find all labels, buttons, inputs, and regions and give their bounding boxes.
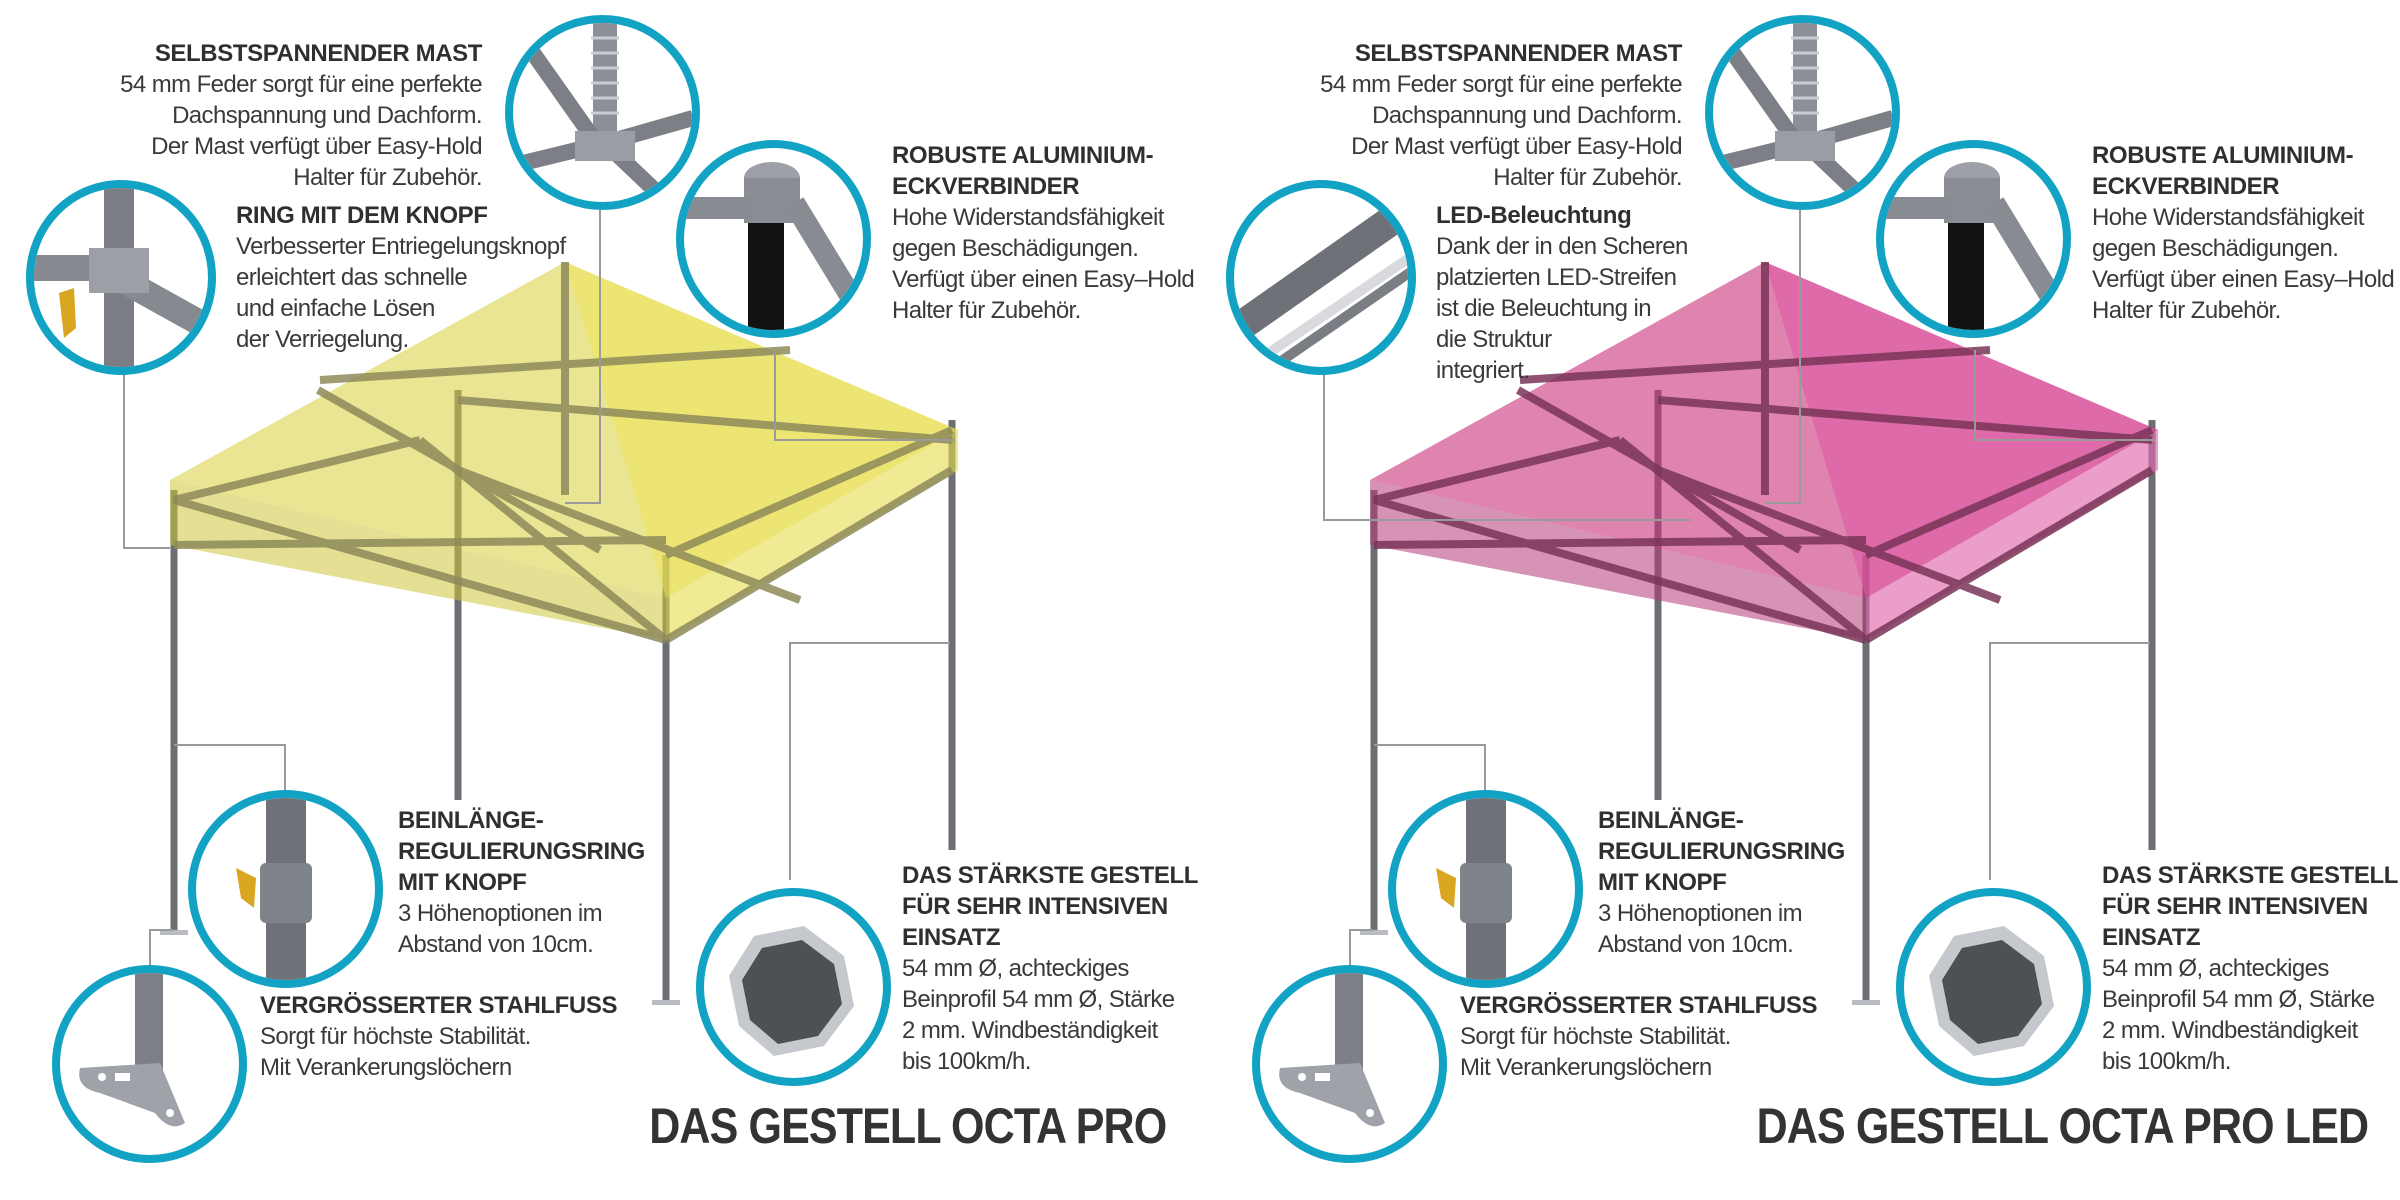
corner-connector-detail-icon xyxy=(684,162,863,330)
feature-heading: VERGRÖSSERTER STAHLFUSS xyxy=(1460,992,1818,1019)
feature-description: 3 Höhenoptionen im Abstand von 10cm. xyxy=(1598,900,1803,958)
detail-circle-ring-button xyxy=(26,180,216,375)
steel-foot-detail-icon xyxy=(79,973,185,1127)
panel-title: DAS GESTELL OCTA PRO LED xyxy=(1756,1098,2369,1154)
spring-mast-detail-icon xyxy=(521,23,692,202)
feature-mast: SELBSTSPANNENDER MAST 54 mm Feder sorgt … xyxy=(120,38,482,193)
feature-heading: BEINLÄNGE- REGULIERUNGSRING MIT KNOPF xyxy=(398,807,645,896)
tent-frame-illustration-yellow xyxy=(123,208,958,1005)
feature-description: Verbesserter Entriegelungsknopf erleicht… xyxy=(236,233,566,353)
detail-circle-led-lighting xyxy=(1226,180,1416,375)
feature-steel-foot: VERGRÖSSERTER STAHLFUSS Sorgt für höchst… xyxy=(260,990,617,1083)
leg-adjuster-detail-icon xyxy=(1436,798,1512,980)
detail-circle-octagonal-profile xyxy=(1896,888,2091,1086)
feature-description: 54 mm Feder sorgt für eine perfekte Dach… xyxy=(1320,71,1682,191)
leg-adjuster-detail-icon xyxy=(236,798,312,980)
feature-led-lighting: LED-Beleuchtung Dank der in den Scheren … xyxy=(1436,200,1688,386)
feature-description: Sorgt für höchste Stabilität. Mit Verank… xyxy=(260,1023,531,1081)
octagonal-profile-detail-icon xyxy=(729,926,854,1056)
detail-circle-leg-adjuster xyxy=(188,790,383,988)
led-strip-detail-icon xyxy=(1234,190,1408,367)
detail-circle-steel-foot xyxy=(1252,965,1447,1163)
feature-steel-foot: VERGRÖSSERTER STAHLFUSS Sorgt für höchst… xyxy=(1460,990,1817,1083)
feature-description: Hohe Widerstandsfähigkeit gegen Beschädi… xyxy=(892,204,1195,324)
feature-heading: LED-Beleuchtung xyxy=(1436,202,1632,229)
tent-frame-illustration-magenta xyxy=(1323,208,2158,1005)
feature-corner-connector: ROBUSTE ALUMINIUM- ECKVERBINDER Hohe Wid… xyxy=(2092,140,2395,326)
feature-heading: SELBSTSPANNENDER MAST xyxy=(154,40,483,67)
detail-circle-leg-adjuster xyxy=(1388,790,1583,988)
detail-circle-mast xyxy=(1705,15,1900,210)
feature-heading: ROBUSTE ALUMINIUM- ECKVERBINDER xyxy=(2092,142,2354,200)
feature-description: 54 mm Feder sorgt für eine perfekte Dach… xyxy=(120,71,482,191)
feature-description: Sorgt für höchste Stabilität. Mit Verank… xyxy=(1460,1023,1731,1081)
feature-description: Dank der in den Scheren platzierten LED-… xyxy=(1436,233,1688,384)
feature-leg-adjuster: BEINLÄNGE- REGULIERUNGSRING MIT KNOPF 3 … xyxy=(1598,805,1845,960)
panel-octa-pro-led: SELBSTSPANNENDER MAST 54 mm Feder sorgt … xyxy=(1200,0,2400,1200)
feature-heading: RING MIT DEM KNOPF xyxy=(236,202,488,229)
spring-mast-detail-icon xyxy=(1721,23,1892,202)
feature-heading: SELBSTSPANNENDER MAST xyxy=(1354,40,1683,67)
feature-leg-adjuster: BEINLÄNGE- REGULIERUNGSRING MIT KNOPF 3 … xyxy=(398,805,645,960)
feature-description: Hohe Widerstandsfähigkeit gegen Beschädi… xyxy=(2092,204,2395,324)
feature-heading: DAS STÄRKSTE GESTELL FÜR SEHR INTENSIVEN… xyxy=(2102,862,2399,951)
detail-circle-octagonal-profile xyxy=(696,888,891,1086)
detail-circle-mast xyxy=(505,15,700,210)
panel-octa-pro: SELBSTSPANNENDER MAST 54 mm Feder sorgt … xyxy=(26,15,1198,1163)
steel-foot-detail-icon xyxy=(1279,973,1385,1127)
feature-heading: DAS STÄRKSTE GESTELL FÜR SEHR INTENSIVEN… xyxy=(902,862,1199,951)
feature-description: 3 Höhenoptionen im Abstand von 10cm. xyxy=(398,900,603,958)
ring-button-detail-icon xyxy=(34,188,208,367)
feature-mast: SELBSTSPANNENDER MAST 54 mm Feder sorgt … xyxy=(1320,38,1682,193)
detail-circle-corner-connector xyxy=(1876,140,2071,338)
feature-heading: BEINLÄNGE- REGULIERUNGSRING MIT KNOPF xyxy=(1598,807,1845,896)
feature-corner-connector: ROBUSTE ALUMINIUM- ECKVERBINDER Hohe Wid… xyxy=(892,140,1195,326)
feature-heading: ROBUSTE ALUMINIUM- ECKVERBINDER xyxy=(892,142,1154,200)
feature-description: 54 mm Ø, achteckiges Beinprofil 54 mm Ø,… xyxy=(902,955,1175,1075)
detail-circle-steel-foot xyxy=(52,965,247,1163)
feature-octagonal-profile: DAS STÄRKSTE GESTELL FÜR SEHR INTENSIVEN… xyxy=(2102,860,2398,1077)
feature-description: 54 mm Ø, achteckiges Beinprofil 54 mm Ø,… xyxy=(2102,955,2375,1075)
octagonal-profile-detail-icon xyxy=(1929,926,2054,1056)
detail-circle-corner-connector xyxy=(676,140,871,338)
feature-octagonal-profile: DAS STÄRKSTE GESTELL FÜR SEHR INTENSIVEN… xyxy=(902,860,1198,1077)
feature-heading: VERGRÖSSERTER STAHLFUSS xyxy=(260,992,618,1019)
panel-title: DAS GESTELL OCTA PRO xyxy=(648,1098,1167,1154)
corner-connector-detail-icon xyxy=(1884,162,2063,330)
feature-ring-button: RING MIT DEM KNOPF Verbesserter Entriege… xyxy=(236,200,566,355)
